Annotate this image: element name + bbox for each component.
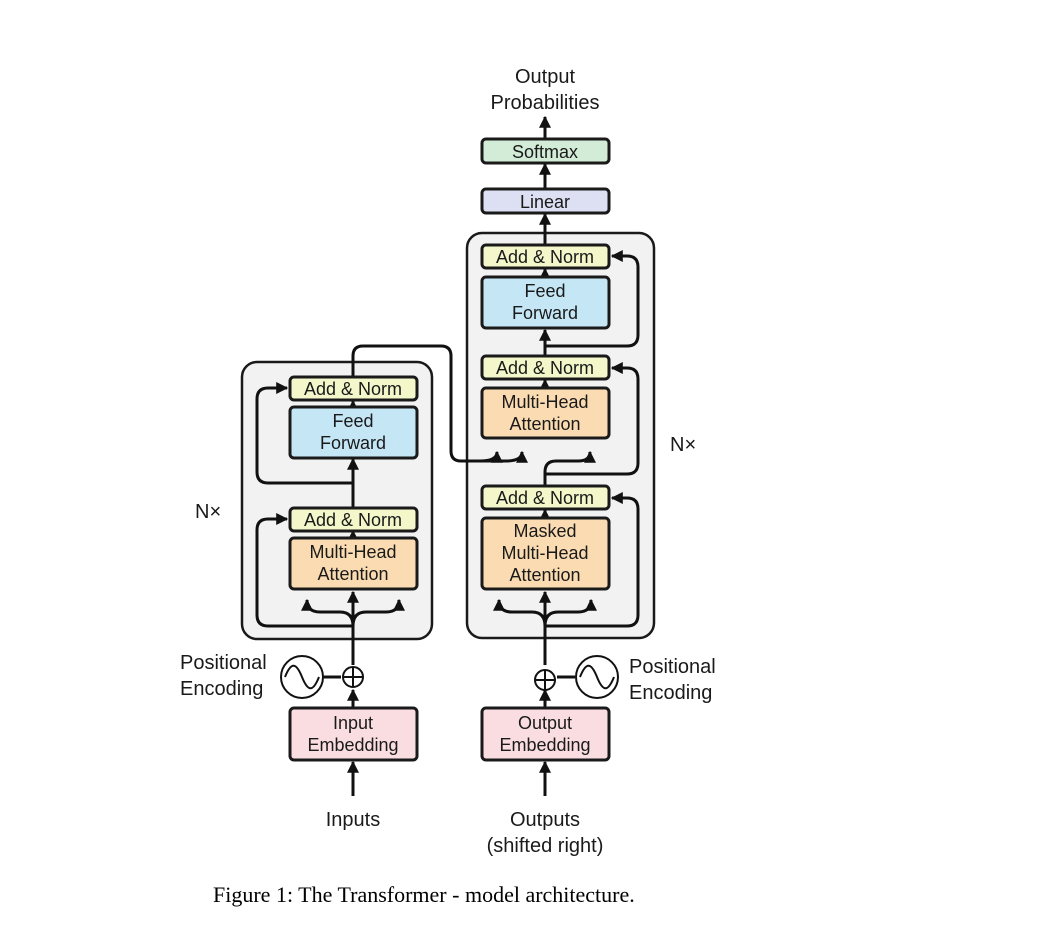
encoder-add-norm-bottom-box: [288, 506, 419, 533]
decoder-positional-label-line-1: Positional: [629, 656, 716, 678]
connections: [255, 115, 640, 796]
output-label-line-2: Probabilities: [491, 92, 600, 114]
decoder-cross-attention-box: [480, 386, 611, 440]
decoder-add-norm-bottom-label: Add & Norm: [496, 488, 594, 508]
decoder-add-norm-middle: Add & Norm: [480, 354, 611, 381]
encoder-stack: [240, 360, 434, 641]
decoder-cross-attention-line-2: Attention: [509, 414, 580, 434]
encoder-add-norm-top: Add & Norm: [288, 375, 419, 402]
encoder-feed-forward-box: [288, 405, 419, 460]
decoder-embedding: Output Embedding: [480, 706, 611, 762]
decoder-repeat-label: N×: [670, 434, 696, 456]
encoder-add-norm-top-label: Add & Norm: [304, 379, 402, 399]
decoder-positional-encoding: Positional Encoding: [575, 655, 716, 704]
decoder-add-norm-top-label: Add & Norm: [496, 247, 594, 267]
encoder-feed-forward-line-1: Feed: [332, 411, 373, 431]
decoder-cross-attention: Multi-Head Attention: [480, 386, 611, 440]
encoder-add-norm-top-box: [288, 375, 419, 402]
softmax-block: Softmax: [480, 137, 611, 165]
encoder-positional-label-line-1: Positional: [180, 652, 267, 674]
decoder-add-norm-middle-label: Add & Norm: [496, 358, 594, 378]
softmax-box: [480, 137, 611, 165]
figure-caption: Figure 1: The Transformer - model archit…: [213, 882, 635, 907]
decoder-add-norm-top: Add & Norm: [480, 243, 611, 270]
encoder-feed-forward-line-2: Forward: [320, 433, 386, 453]
encoder-add-norm-bottom: Add & Norm: [288, 506, 419, 533]
encoder-input-label: Inputs: [326, 809, 380, 831]
decoder-masked-attention-line-3: Attention: [509, 565, 580, 585]
decoder-add-norm-bottom-box: [480, 484, 611, 511]
encoder-embedding: Input Embedding: [288, 706, 419, 762]
decoder-feed-forward-line-2: Forward: [512, 303, 578, 323]
encoder-feed-forward: Feed Forward: [288, 405, 419, 460]
decoder-feed-forward-line-1: Feed: [524, 281, 565, 301]
encoder-attention-line-1: Multi-Head: [309, 542, 396, 562]
linear-box: [480, 187, 611, 215]
encoder-positional-encoding: Positional Encoding: [180, 652, 324, 700]
decoder-embedding-line-2: Embedding: [499, 735, 590, 755]
decoder-embedding-box: [480, 706, 611, 762]
decoder-masked-attention-line-2: Multi-Head: [501, 543, 588, 563]
encoder-add-node: [342, 666, 364, 688]
output-label-line-1: Output: [515, 66, 575, 88]
encoder-attention-box: [288, 536, 419, 591]
decoder-feed-forward: Feed Forward: [480, 275, 611, 330]
encoder-attention: Multi-Head Attention: [288, 536, 419, 591]
output-probabilities-label: Output Probabilities: [491, 66, 600, 114]
decoder-input-line-2: (shifted right): [487, 835, 604, 857]
decoder-add-norm-middle-box: [480, 354, 611, 381]
encoder-embedding-box: [288, 706, 419, 762]
softmax-label: Softmax: [512, 142, 578, 162]
encoder-attention-line-2: Attention: [317, 564, 388, 584]
decoder-positional-label-line-2: Encoding: [629, 682, 712, 704]
decoder-masked-attention: Masked Multi-Head Attention: [480, 516, 611, 591]
encoder-repeat-label: N×: [195, 501, 221, 523]
decoder-cross-attention-line-1: Multi-Head: [501, 392, 588, 412]
linear-label: Linear: [520, 192, 570, 212]
encoder-add-norm-bottom-label: Add & Norm: [304, 510, 402, 530]
encoder-embedding-line-1: Input: [333, 713, 373, 733]
decoder-masked-attention-line-1: Masked: [513, 521, 576, 541]
decoder-input-label: Outputs (shifted right): [487, 809, 604, 857]
decoder-masked-attention-box: [480, 516, 611, 591]
decoder-add-node: [534, 669, 556, 691]
decoder-input-line-1: Outputs: [510, 809, 580, 831]
encoder-embedding-line-2: Embedding: [307, 735, 398, 755]
linear-block: Linear: [480, 187, 611, 215]
encoder-positional-label-line-2: Encoding: [180, 678, 263, 700]
decoder-embedding-line-1: Output: [518, 713, 572, 733]
decoder-add-norm-top-box: [480, 243, 611, 270]
decoder-feed-forward-box: [480, 275, 611, 330]
decoder-add-norm-bottom: Add & Norm: [480, 484, 611, 511]
